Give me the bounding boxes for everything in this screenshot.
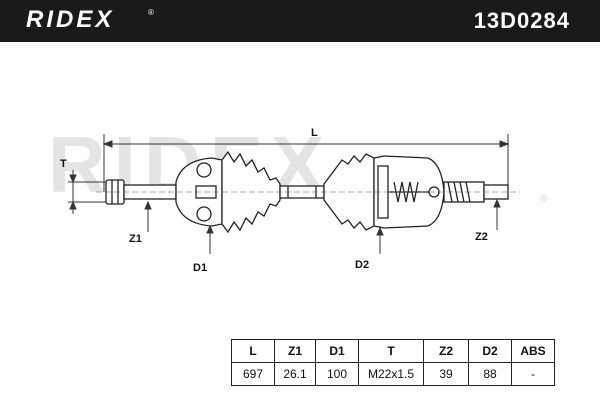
col-header-Z2: Z2 [423,339,469,363]
value-L: 697 [231,362,275,386]
col-header-D1: D1 [315,339,359,363]
col-header-L: L [231,339,275,363]
label-D2: D2 [355,259,369,271]
left-shaft-stub [105,179,177,205]
brand-logo: RIDEX [26,6,115,33]
label-L: L [311,127,318,139]
specs-value-row: 697 26.1 100 M22x1.5 39 88 - [231,362,555,386]
specs-header-row: L Z1 D1 T Z2 D2 ABS [231,339,555,363]
leader-D1 [206,224,214,254]
part-number: 13D0284 [473,8,570,33]
dimension-T [68,170,106,214]
watermark-registered-mark: ® [540,194,548,205]
leader-Z1 [144,200,152,232]
value-Z1: 26.1 [274,362,316,386]
value-D1: 100 [315,362,359,386]
col-header-D2: D2 [468,339,512,363]
right-shaft-stub [443,181,509,203]
leader-Z2 [493,198,501,230]
registered-mark: ® [148,8,154,17]
dimension-L [102,134,510,192]
label-T: T [60,158,67,170]
value-ABS: - [511,362,555,386]
value-D2: 88 [468,362,512,386]
label-Z1: Z1 [129,233,142,245]
value-T: M22x1.5 [358,362,424,386]
drive-shaft-diagram: RIDEX L T [48,120,548,274]
header-bar: RIDEX ® 13D0284 [0,0,600,42]
col-header-T: T [358,339,424,363]
value-Z2: 39 [423,362,469,386]
leader-D2 [376,226,384,254]
col-header-ABS: ABS [511,339,555,363]
label-D1: D1 [193,262,207,274]
label-Z2: Z2 [475,231,488,243]
specs-table: L Z1 D1 T Z2 D2 ABS 697 26.1 100 M22x1.5… [231,339,555,386]
col-header-Z1: Z1 [274,339,316,363]
